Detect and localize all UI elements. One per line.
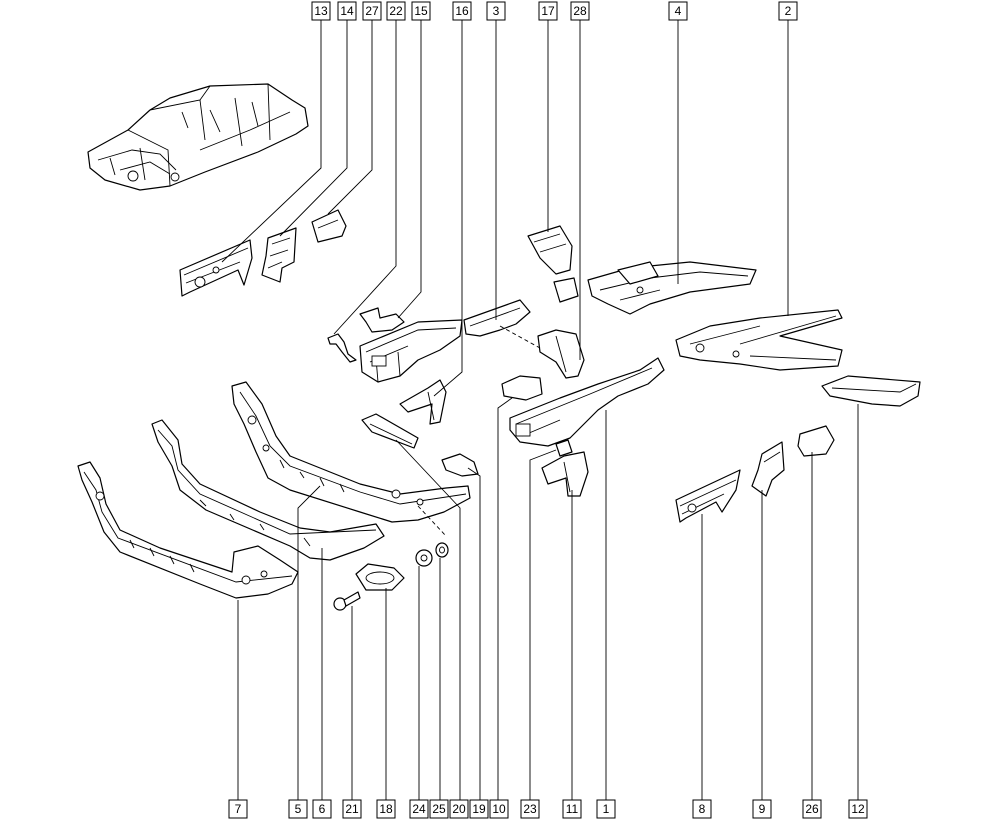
part-14-bracket [261, 227, 297, 283]
svg-text:8: 8 [699, 802, 706, 816]
part-10-box [501, 375, 543, 401]
callout-20: 20 [449, 799, 469, 819]
callout-7: 7 [228, 799, 248, 819]
svg-text:17: 17 [541, 4, 555, 18]
svg-text:25: 25 [432, 802, 446, 816]
callout-2: 2 [778, 1, 798, 21]
part-3-panel [463, 299, 531, 337]
part-2-rear-rail [675, 309, 843, 371]
svg-text:24: 24 [412, 802, 426, 816]
svg-text:20: 20 [452, 802, 466, 816]
callout-9: 9 [752, 799, 772, 819]
svg-text:9: 9 [759, 802, 766, 816]
part-8-panel [675, 469, 741, 523]
callout-19: 19 [469, 799, 489, 819]
part-17-bracket [527, 225, 573, 275]
callout-27: 27 [362, 1, 382, 21]
car-body-overview-illustration [87, 83, 309, 191]
callout-17: 17 [538, 1, 558, 21]
part-9-bracket [751, 441, 785, 497]
svg-text:12: 12 [851, 802, 865, 816]
callout-16: 16 [452, 1, 472, 21]
svg-text:3: 3 [493, 4, 500, 18]
part-6-sill [151, 419, 385, 561]
part-12-plate [821, 375, 921, 407]
svg-text:19: 19 [472, 802, 486, 816]
svg-text:13: 13 [314, 4, 328, 18]
callout-28: 28 [570, 1, 590, 21]
svg-text:27: 27 [365, 4, 379, 18]
part-27-plate [311, 209, 347, 243]
callout-21: 21 [342, 799, 362, 819]
svg-text:10: 10 [492, 802, 506, 816]
callout-6: 6 [312, 799, 332, 819]
part-13-panel [179, 239, 253, 297]
callout-15: 15 [411, 1, 431, 21]
part-22-clip [327, 333, 357, 363]
part-25-washer [435, 542, 449, 558]
callout-14: 14 [337, 1, 357, 21]
front-crossmember-box [359, 319, 463, 383]
callout-23: 23 [520, 799, 540, 819]
part-1-side-member [509, 357, 665, 447]
svg-text:18: 18 [379, 802, 393, 816]
callout-10: 10 [489, 799, 509, 819]
svg-text:23: 23 [523, 802, 537, 816]
svg-text:15: 15 [414, 4, 428, 18]
svg-text:22: 22 [389, 4, 403, 18]
svg-text:21: 21 [345, 802, 359, 816]
callout-12: 12 [848, 799, 868, 819]
part-15-bracket [359, 307, 405, 333]
svg-text:14: 14 [340, 4, 354, 18]
callout-25: 25 [429, 799, 449, 819]
leader-lines [221, 20, 859, 800]
part-20-strip [361, 413, 419, 449]
callouts-bottom: 7 5 6 21 18 24 25 20 19 10 23 11 1 8 9 2… [228, 799, 868, 819]
part-18-grommet [355, 563, 405, 591]
callout-26: 26 [802, 799, 822, 819]
callout-8: 8 [692, 799, 712, 819]
svg-text:28: 28 [573, 4, 587, 18]
part-16-bracket [399, 379, 447, 425]
part-28-bracket [537, 329, 585, 379]
callout-24: 24 [409, 799, 429, 819]
part-11-bracket [541, 451, 589, 497]
part-4-rail [587, 261, 757, 315]
part-19-bracket [441, 453, 479, 477]
svg-text:4: 4 [675, 4, 682, 18]
callout-1: 1 [596, 799, 616, 819]
callout-3: 3 [486, 1, 506, 21]
callout-18: 18 [376, 799, 396, 819]
svg-text:1: 1 [603, 802, 610, 816]
svg-text:26: 26 [805, 802, 819, 816]
svg-text:5: 5 [295, 802, 302, 816]
callouts-top: 13 14 27 22 15 16 3 17 28 4 2 [311, 1, 798, 21]
part-7-sill [77, 461, 299, 599]
svg-text:6: 6 [319, 802, 326, 816]
part-24-washer [415, 549, 433, 567]
callout-13: 13 [311, 1, 331, 21]
callout-22: 22 [386, 1, 406, 21]
callout-4: 4 [668, 1, 688, 21]
callout-5: 5 [288, 799, 308, 819]
part-21-bolt [333, 591, 361, 611]
svg-text:11: 11 [566, 802, 579, 816]
callout-11: 11 [562, 799, 582, 819]
svg-text:2: 2 [785, 4, 792, 18]
part-23-clip [555, 439, 573, 457]
part-26-plate [797, 425, 835, 457]
part-small-block [553, 277, 579, 303]
svg-text:16: 16 [455, 4, 469, 18]
svg-text:7: 7 [235, 802, 242, 816]
